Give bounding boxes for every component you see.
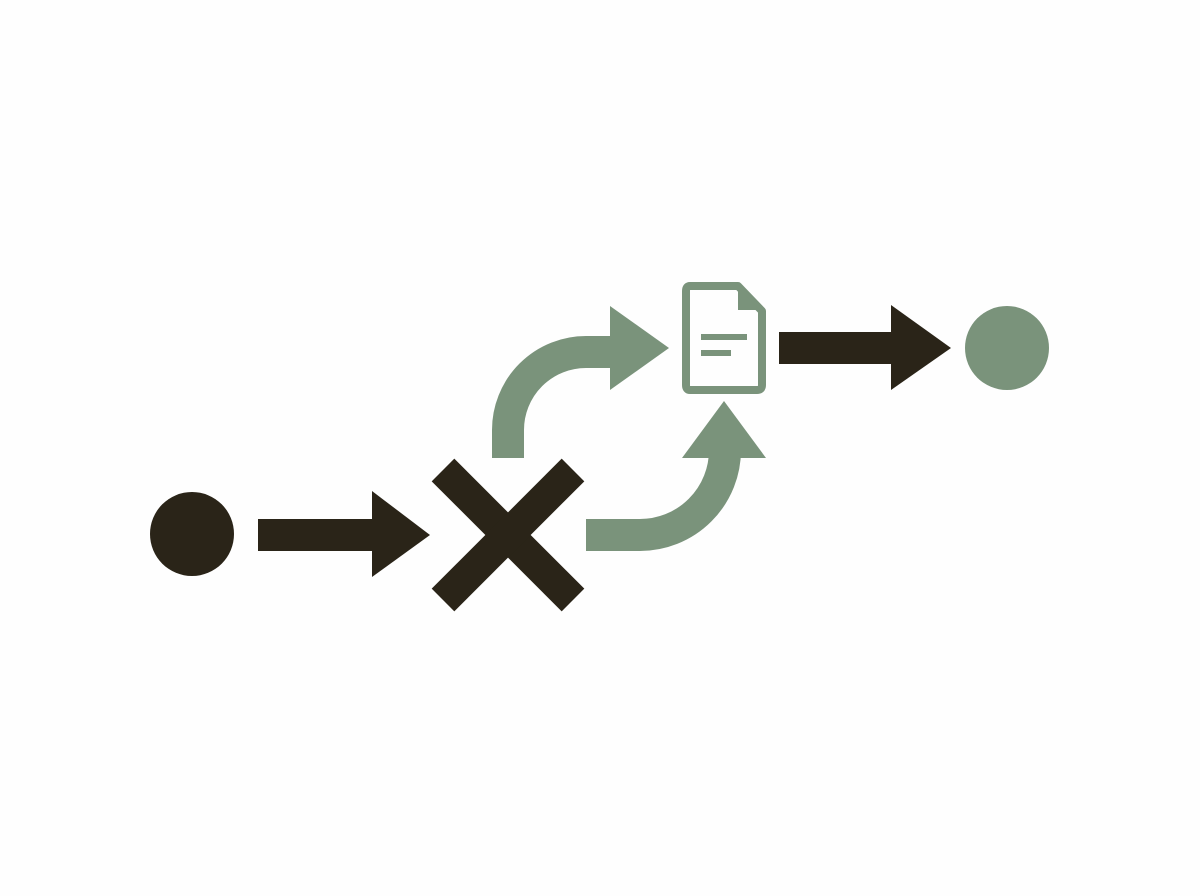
start-node: [150, 492, 234, 576]
document-node: [682, 282, 766, 394]
arrow-gateway-to-document-upper: [492, 306, 669, 458]
arrow-start-to-gateway: [258, 491, 430, 577]
arrow-document-to-end: [779, 305, 951, 390]
arrow-gateway-to-document-lower: [586, 401, 766, 551]
gateway-node: [431, 458, 585, 612]
end-node: [965, 306, 1049, 390]
